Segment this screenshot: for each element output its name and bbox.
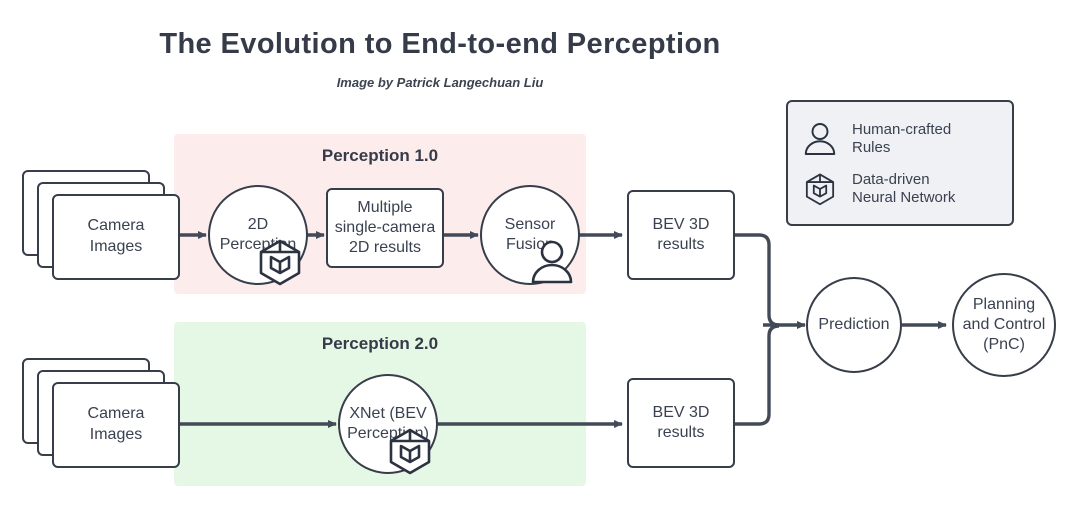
- camera-images-bottom[interactable]: Camera Images: [22, 358, 182, 468]
- legend-panel: Human-crafted Rules Data-driven Neural N…: [786, 100, 1014, 226]
- node-bev-bottom-line2: results: [657, 424, 705, 441]
- camera-images-top-line2: Images: [89, 238, 143, 255]
- edge-bev-top-to-prediction: [735, 233, 780, 327]
- node-2d-perception[interactable]: 2D Perception: [208, 185, 308, 285]
- node-multiple-single-camera-results[interactable]: Multiple single-camera 2D results: [326, 188, 444, 268]
- camera-images-bottom-line2: Images: [89, 426, 143, 443]
- node-bev-3d-results-top[interactable]: BEV 3D results: [627, 190, 735, 280]
- legend-item-data-driven-neural-network: Data-driven Neural Network: [802, 164, 998, 214]
- node-multi-line2: single-camera: [334, 219, 436, 236]
- group-perception-1-title: Perception 1.0: [321, 146, 439, 165]
- legend-nn-line1: Data-driven: [852, 171, 930, 188]
- node-xnet-line1: XNet (BEV: [349, 405, 427, 422]
- camera-images-top[interactable]: Camera Images: [22, 170, 182, 280]
- node-pnc-line1: Planning: [972, 296, 1036, 313]
- legend-nn-line2: Neural Network: [852, 189, 956, 206]
- edge-bev-bottom-to-prediction: [735, 324, 780, 426]
- page-title: The Evolution to End-to-end Perception: [159, 28, 721, 60]
- node-bev-top-line1: BEV 3D: [652, 216, 710, 233]
- node-bev-3d-results-bottom[interactable]: BEV 3D results: [627, 378, 735, 468]
- cube-icon: [389, 428, 431, 475]
- person-icon: [531, 240, 573, 284]
- legend-item-human-crafted-rules: Human-crafted Rules: [802, 114, 998, 164]
- node-prediction-label: Prediction: [818, 316, 890, 333]
- node-bev-bottom-line1: BEV 3D: [652, 404, 710, 421]
- node-multi-line1: Multiple: [357, 199, 413, 216]
- group-perception-2-title: Perception 2.0: [321, 334, 439, 353]
- legend-human-line2: Rules: [852, 139, 891, 156]
- node-sensor-fusion-line1: Sensor: [504, 216, 556, 233]
- page-subtitle: Image by Patrick Langechuan Liu: [336, 75, 544, 90]
- camera-card-front[interactable]: Camera Images: [52, 382, 180, 468]
- node-planning-and-control[interactable]: Planning and Control (PnC): [952, 273, 1056, 377]
- camera-images-top-line1: Camera: [87, 217, 145, 235]
- cube-icon: [805, 173, 835, 206]
- legend-label-human-crafted-rules: Human-crafted Rules: [852, 121, 951, 157]
- node-bev-top-line2: results: [657, 236, 705, 253]
- node-2d-perception-line1: 2D: [247, 216, 269, 233]
- node-pnc-line2: and Control: [962, 316, 1046, 333]
- person-icon: [804, 123, 836, 155]
- legend-human-line1: Human-crafted: [852, 121, 952, 138]
- node-prediction[interactable]: Prediction: [806, 277, 902, 373]
- cube-icon: [259, 239, 301, 286]
- legend-label-data-driven-neural-network: Data-driven Neural Network: [852, 171, 955, 207]
- camera-images-bottom-line1: Camera: [87, 405, 145, 423]
- camera-card-front[interactable]: Camera Images: [52, 194, 180, 280]
- node-multi-line3: 2D results: [348, 239, 421, 256]
- node-pnc-line3: (PnC): [983, 336, 1025, 353]
